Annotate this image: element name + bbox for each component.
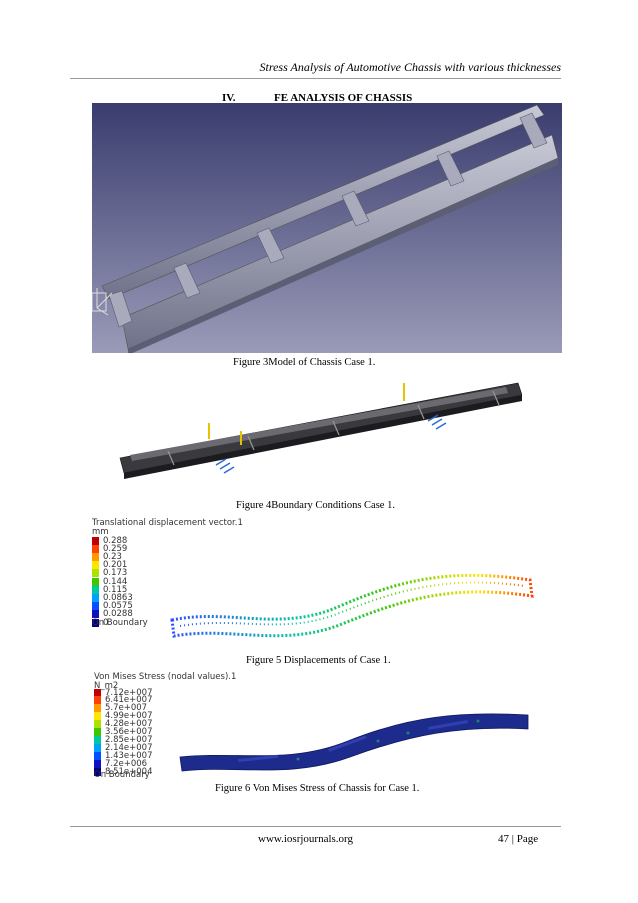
- footer-url[interactable]: www.iosrjournals.org: [258, 833, 354, 845]
- figure-3-caption: Figure 3Model of Chassis Case 1.: [233, 357, 376, 368]
- figure-6-legend-swatch: [94, 704, 101, 713]
- figure-5-legend-swatch: [92, 544, 99, 553]
- figure-5-legend-entry: 0.173: [92, 568, 128, 579]
- figure-6-caption: Figure 6 Von Mises Stress of Chassis for…: [215, 783, 420, 794]
- figure-6-legend-swatch: [94, 728, 101, 736]
- figure-5-legend-entry: 0.144: [92, 576, 128, 587]
- figure-5-legend-value: 0: [103, 617, 109, 628]
- figure-6-legend-value: 6.41e+007: [105, 695, 153, 706]
- figure-6-legend-entry: 7.12e+007: [94, 687, 153, 698]
- section-title: FE ANALYSIS OF CHASSIS: [274, 92, 413, 104]
- footer-page-number: 47 | Page: [498, 833, 539, 845]
- figure-4-image: [108, 373, 523, 483]
- figure-5-legend-value: 0.23: [103, 551, 122, 562]
- footer-rule: [70, 826, 561, 827]
- figure-5-legend-entry: 0: [92, 617, 109, 628]
- section-number: IV.: [222, 92, 236, 104]
- figure-6-legend-entry: 7.2e+006: [94, 758, 148, 769]
- figure-6-legend-value: 7.2e+006: [105, 758, 148, 769]
- figure-6-legend-entry: 8.51e+004: [94, 766, 153, 777]
- figure-6-legend-swatch: [94, 751, 101, 760]
- figure-5-legend-entry: 0.115: [92, 584, 128, 595]
- figure-5-legend-value: 0.144: [103, 576, 128, 587]
- figure-5-caption: Figure 5 Displacements of Case 1.: [246, 655, 391, 666]
- figure-6-legend-entry: 2.85e+007: [94, 734, 153, 745]
- figure-6-legend-entry: 6.41e+007: [94, 695, 153, 706]
- figure-6-legend-entry: 4.28e+007: [94, 719, 153, 730]
- figure-5-legend-value: 0.0575: [103, 601, 133, 612]
- figure-5-legend-entry: 0.23: [92, 551, 122, 562]
- figure-6-legend-entry: 5.7e+007: [94, 703, 148, 714]
- figure-6-legend: Von Mises Stress (nodal values).1 N_m2 7…: [94, 672, 264, 788]
- figure-5-legend-swatch: [92, 536, 99, 545]
- figure-5-legend-value: 0.0863: [103, 592, 133, 603]
- figure-5-legend-swatch: [92, 610, 99, 619]
- figure-5-legend-entry: 0.201: [92, 560, 128, 571]
- figure-6-legend-value: 4.28e+007: [105, 719, 153, 730]
- figure-6-legend-value: 2.14e+007: [105, 742, 153, 753]
- figure-5-legend: Translational displacement vector.1 mm 0…: [92, 518, 262, 638]
- figure-6-legend-title: Von Mises Stress (nodal values).1: [94, 672, 237, 682]
- figure-6-legend-value: 8.51e+004: [105, 766, 153, 777]
- figure-6-legend-value: 5.7e+007: [105, 703, 148, 714]
- figure-6-image: [178, 705, 530, 775]
- figure-6-legend-swatch: [94, 696, 101, 705]
- figure-5-legend-entry: 0.288: [92, 535, 128, 546]
- figure-5-legend-entry: 0.0575: [92, 601, 133, 612]
- figure-6-legend-swatch: [94, 743, 101, 752]
- figure-6-legend-swatch: [94, 767, 101, 776]
- figure-6-legend-unit: N_m2: [94, 681, 119, 691]
- figure-5-legend-value: 0.0288: [103, 609, 133, 620]
- figure-6-legend-value: 1.43e+007: [105, 750, 153, 761]
- figure-5-legend-swatch: [92, 618, 99, 627]
- figure-5-legend-swatch: [92, 602, 99, 611]
- running-title: Stress Analysis of Automotive Chassis wi…: [259, 60, 561, 74]
- figure-5-legend-entry: 0.259: [92, 543, 128, 554]
- figure-5-legend-swatch: [92, 561, 99, 570]
- figure-6-legend-swatch: [94, 688, 101, 697]
- section-heading: IV. FE ANALYSIS OF CHASSIS: [222, 92, 412, 104]
- figure-6-legend-swatch: [94, 712, 101, 721]
- figure-5-legend-swatch: [92, 585, 99, 594]
- figure-6-legend-value: 3.56e+007: [105, 727, 153, 737]
- figure-5-legend-value: 0.201: [103, 560, 128, 571]
- figure-5-legend-footer: On Boundary: [92, 618, 148, 628]
- figure-6-legend-entry: 1.43e+007: [94, 750, 153, 761]
- figure-5-legend-value: 0.115: [103, 584, 128, 595]
- figure-5-legend-entry: 0.0288: [92, 609, 133, 620]
- figure-3-image: [91, 103, 562, 355]
- figure-5-legend-value: 0.259: [103, 543, 128, 554]
- figure-6-legend-entry: 2.14e+007: [94, 742, 153, 753]
- figure-5-legend-value: 0.173: [103, 568, 128, 579]
- figure-6-legend-swatch: [94, 735, 101, 744]
- figure-5-legend-unit: mm: [92, 527, 109, 537]
- figure-5-legend-swatch: [92, 593, 99, 602]
- figure-5-legend-swatch: [92, 552, 99, 561]
- figure-6-legend-value: 7.12e+007: [105, 687, 153, 698]
- header-rule: [70, 78, 561, 79]
- figure-6-legend-value: 4.99e+007: [105, 711, 153, 722]
- figure-5-legend-entry: 0.0863: [92, 592, 133, 603]
- figure-5-image: [170, 548, 534, 644]
- figure-6-legend-swatch: [94, 720, 101, 729]
- figure-5-legend-value: 0.288: [103, 535, 128, 546]
- figure-4-caption: Figure 4Boundary Conditions Case 1.: [236, 500, 395, 511]
- figure-5-legend-swatch: [92, 569, 99, 578]
- figure-6-legend-footer: On Boundary: [94, 770, 150, 780]
- figure-5-legend-swatch: [92, 577, 99, 586]
- figure-6-legend-swatch: [94, 759, 101, 768]
- figure-6-legend-entry: 3.56e+007: [94, 727, 153, 737]
- figure-6-legend-value: 2.85e+007: [105, 734, 153, 745]
- figure-6-legend-entry: 4.99e+007: [94, 711, 153, 722]
- figure-5-legend-title: Translational displacement vector.1: [92, 518, 243, 528]
